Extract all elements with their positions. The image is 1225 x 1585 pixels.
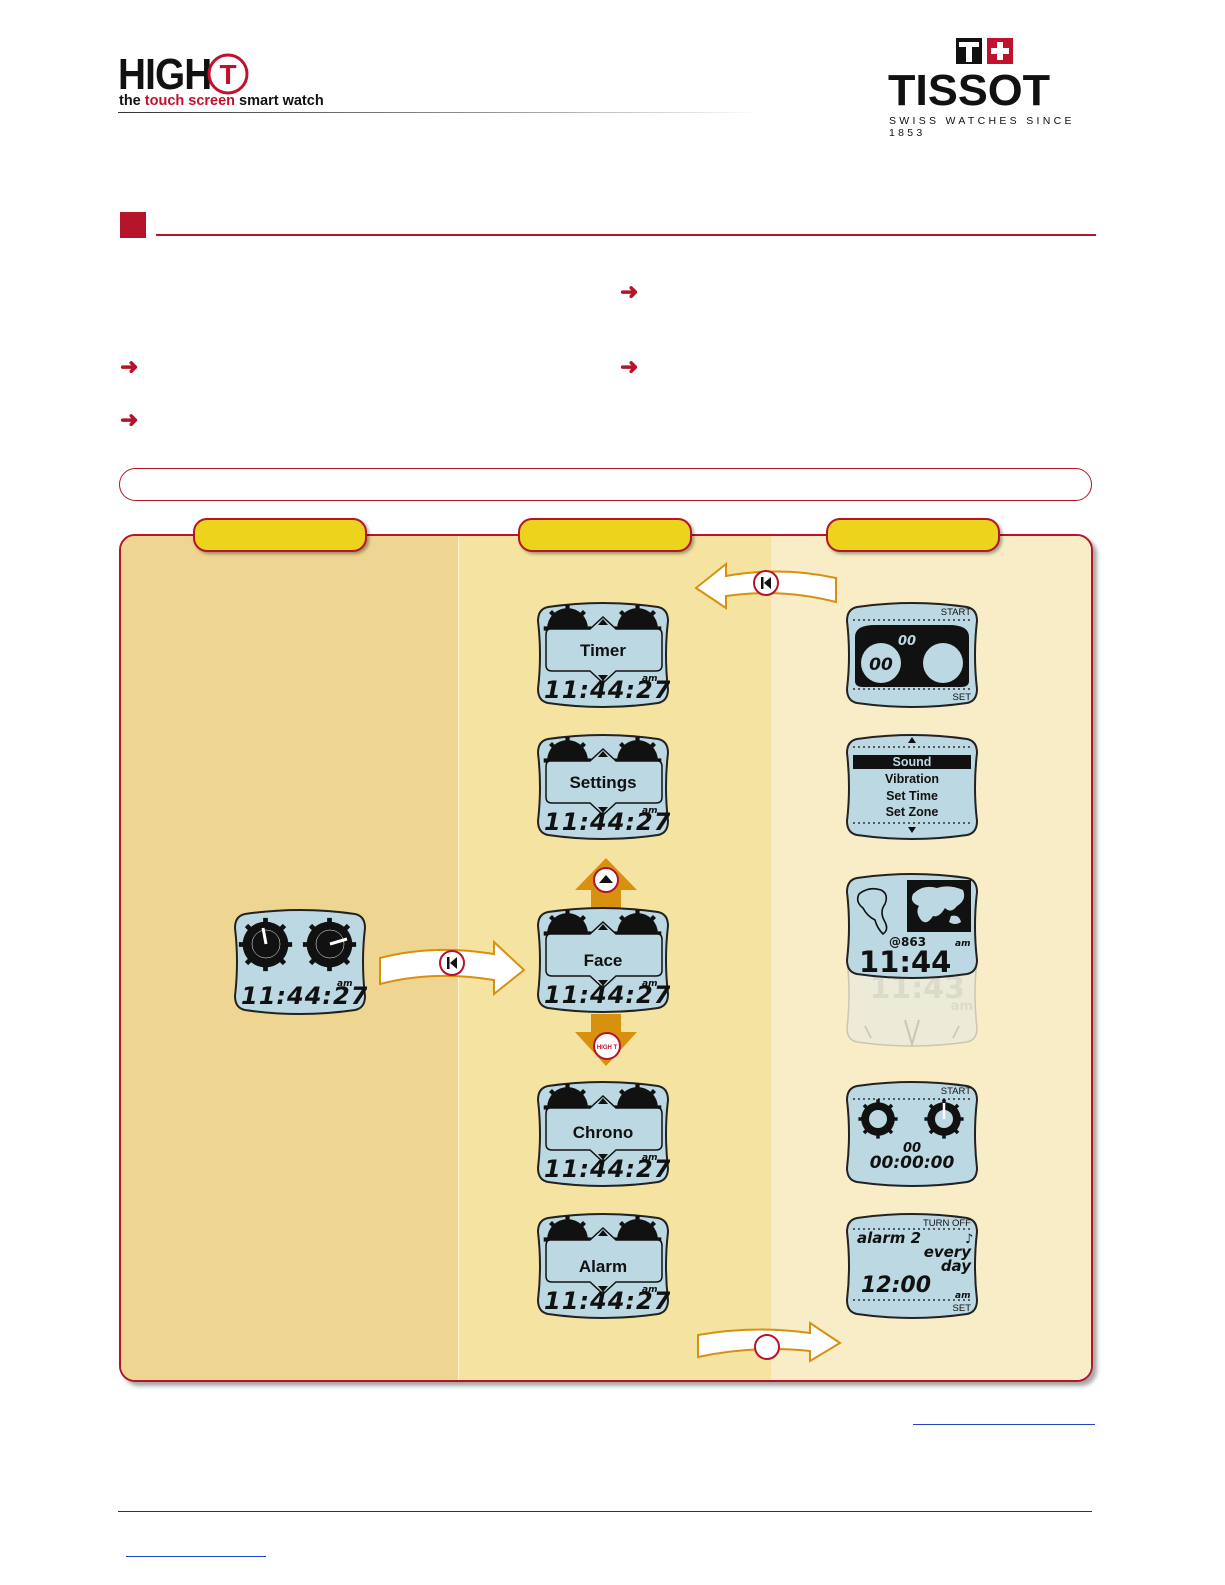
alarm-set-label: SET — [953, 1303, 972, 1314]
alarm-clock: 11:44:27 — [544, 1287, 670, 1315]
chrono-readout: 00:00:00 — [870, 1153, 955, 1173]
world-map-icon — [856, 880, 971, 936]
home-time: 11:44:27 — [241, 982, 367, 1010]
mode-label-settings: Settings — [569, 773, 636, 792]
timer-left-digits: 00 — [869, 655, 893, 675]
settings-menu-item-selected: Sound — [893, 755, 932, 769]
tissot-word: TISSOT — [888, 66, 1051, 115]
alarm-every: every — [924, 1243, 973, 1261]
mode-label-chrono: Chrono — [573, 1123, 633, 1142]
tissot-logo: TISSOT SWISS WATCHES SINCE 1853 — [888, 36, 1088, 139]
section-rule — [156, 234, 1096, 236]
face-clock: 11:44:27 — [544, 981, 670, 1009]
settings-menu-item: Vibration — [885, 772, 939, 786]
alarm-detail-screen[interactable]: TURN OFF alarm 2 ♪ every day 12:00 am SE… — [845, 1212, 979, 1320]
timer-clock: 11:44:27 — [544, 676, 670, 704]
tissot-emblem-icon — [954, 36, 1018, 71]
high-t-logo: HIGH T — [118, 50, 258, 99]
high-t-button-icon[interactable]: HIGH T — [592, 1031, 622, 1066]
back-button-icon[interactable] — [752, 569, 780, 602]
bullet-arrow-icon: ➜ — [620, 279, 639, 304]
brand-tagline: the touch screen smart watch — [119, 93, 324, 109]
tagline-pre: the — [119, 93, 145, 109]
timer-top-digits: 00 — [898, 634, 916, 649]
mode-label-alarm: Alarm — [579, 1257, 627, 1276]
home-am: am — [337, 979, 352, 989]
alarm-am: am — [642, 1285, 657, 1295]
header-rule — [118, 112, 763, 113]
world-time-screen[interactable]: @863 am 11:44 — [845, 872, 979, 980]
bullet-arrow-icon: ➜ — [620, 354, 639, 379]
link-underline[interactable] — [126, 1556, 266, 1557]
ghost-am: am — [951, 999, 973, 1014]
bullet-arrow-icon: ➜ — [120, 354, 139, 379]
enter-button-icon[interactable] — [753, 1333, 781, 1366]
settings-clock: 11:44:27 — [544, 808, 670, 836]
timer-am: am — [642, 674, 657, 684]
alarm-time: 12:00 — [861, 1273, 931, 1298]
brand-word: HIGH — [118, 50, 212, 99]
footer-rule — [118, 1511, 1092, 1512]
chrono-start-label: START — [941, 1086, 971, 1097]
world-time: 11:44 — [859, 945, 951, 979]
brand-t-letter: T — [219, 59, 236, 90]
home-watch-screen[interactable]: am 11:44:27 — [233, 908, 367, 1016]
alarm-turnoff-label: TURN OFF — [923, 1218, 971, 1229]
section-marker — [120, 212, 146, 238]
alarm-am: am — [955, 1291, 970, 1301]
tagline-red: touch screen — [144, 93, 236, 109]
bullet-arrow-icon: ➜ — [120, 407, 139, 432]
chrono-am: am — [642, 1153, 657, 1163]
settings-menu-item: Set Time — [886, 789, 938, 803]
alarm-name: alarm 2 — [857, 1229, 921, 1247]
column-1-tab — [193, 518, 367, 552]
timer-detail-screen[interactable]: START 00 00 SET — [845, 601, 979, 709]
notice-box — [119, 468, 1092, 501]
mode-label-face: Face — [584, 951, 623, 970]
mode-screen-alarm[interactable]: Alarm am 11:44:27 — [536, 1212, 670, 1320]
timer-set-label: SET — [953, 692, 972, 703]
mode-screen-chrono[interactable]: Chrono am 11:44:27 — [536, 1080, 670, 1188]
column-3-tab — [826, 518, 1000, 552]
timer-start-label: START — [941, 607, 971, 618]
world-am: am — [955, 939, 970, 949]
brand-t-circle-icon: T — [206, 52, 249, 95]
mode-label-timer: Timer — [580, 641, 626, 660]
face-am: am — [642, 979, 657, 989]
settings-menu-item: Set Zone — [886, 805, 939, 819]
world-code: @863 — [889, 935, 926, 949]
bell-icon: ♪ — [965, 1232, 973, 1247]
badge-text: HIGH T — [597, 1045, 618, 1051]
tissot-tagline: SWISS WATCHES SINCE 1853 — [889, 115, 1075, 139]
alarm-day: day — [941, 1257, 972, 1275]
column-2-tab — [518, 518, 692, 552]
settings-detail-screen[interactable]: Sound Vibration Set Time Set Zone — [845, 733, 979, 841]
scroll-up-button-icon[interactable] — [592, 866, 620, 899]
settings-am: am — [642, 806, 657, 816]
mode-screen-timer[interactable]: Timer am 11:44:27 — [536, 601, 670, 709]
link-underline[interactable] — [913, 1424, 1095, 1425]
chrono-detail-screen[interactable]: START 00 00:00:00 — [845, 1080, 979, 1188]
mode-screen-face[interactable]: Face am 11:44:27 — [536, 906, 670, 1014]
chrono-sub-digits: 00 — [903, 1141, 921, 1156]
mode-screen-settings[interactable]: Settings am 11:44:27 — [536, 733, 670, 841]
back-button-icon[interactable] — [438, 949, 466, 982]
tagline-post: smart watch — [235, 93, 324, 109]
chrono-clock: 11:44:27 — [544, 1155, 670, 1183]
